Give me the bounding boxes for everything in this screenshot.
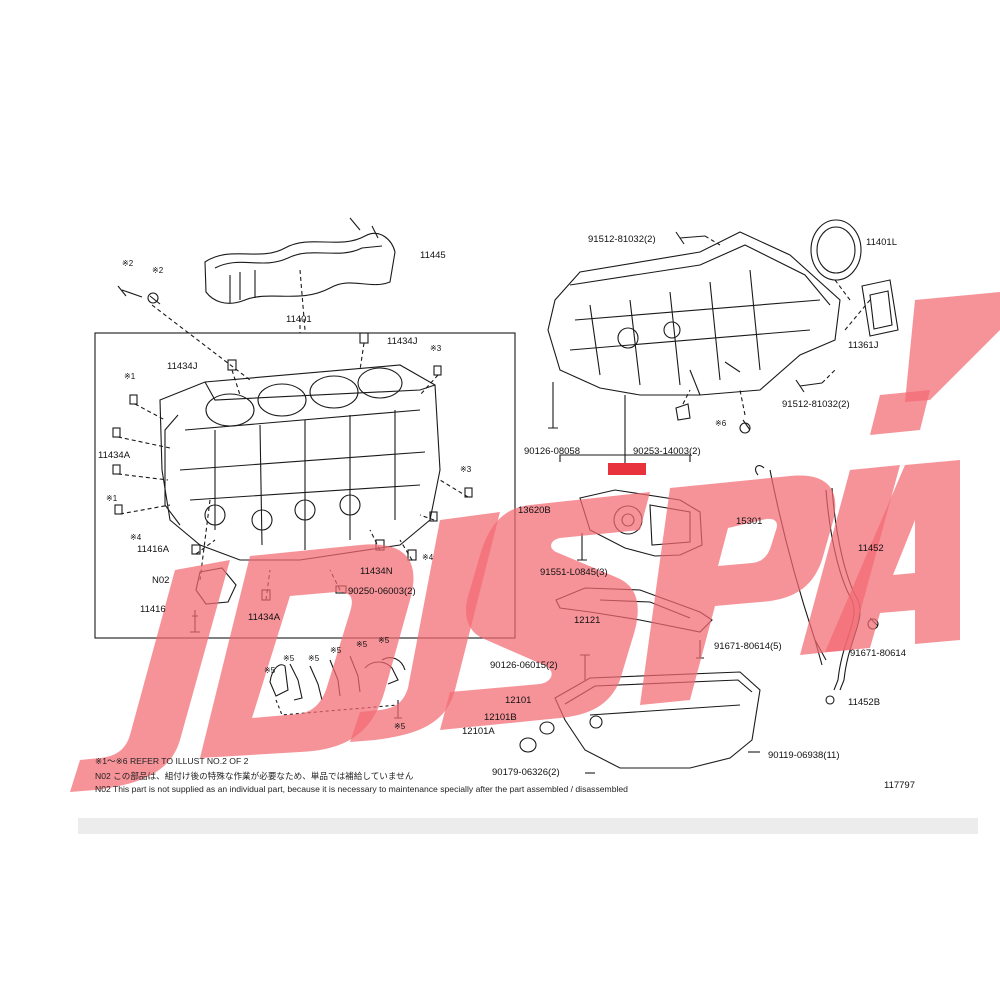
engine-cover-11445 — [204, 217, 396, 304]
label-11401L: 11401L — [866, 237, 897, 248]
label-12121: 12121 — [574, 615, 601, 626]
label-11434A-bottom: 11434A — [248, 612, 281, 623]
label-N02: N02 — [152, 575, 170, 586]
label-11434J-top: 11434J — [387, 336, 418, 347]
label-15301: 15301 — [736, 516, 763, 527]
ref-mark-1b: ※1 — [106, 494, 118, 503]
gasket-11361J — [861, 279, 899, 337]
ref-mark-3a: ※3 — [430, 344, 442, 353]
ref-mark-4b: ※4 — [422, 553, 434, 562]
label-12101A: 12101A — [462, 726, 495, 737]
upper-pan-leaders — [682, 235, 871, 416]
dipstick-15301 — [755, 465, 827, 666]
label-11401: 11401 — [286, 314, 312, 325]
label-11452B: 11452B — [848, 697, 881, 708]
ref-mark-5d: ※5 — [330, 646, 342, 655]
label-91671-left: 91671-80614(5) — [714, 641, 782, 652]
bolts-ref2 — [117, 285, 161, 305]
ref-mark-3b: ※3 — [460, 465, 472, 474]
ref-mark-5f: ※5 — [378, 636, 390, 645]
label-91512-top: 91512-81032(2) — [588, 234, 656, 245]
label-11452: 11452 — [858, 543, 884, 554]
upper-pan-bolts — [548, 231, 823, 434]
note-ref-illust: ※1～※6 REFER TO ILLUST NO.2 OF 2 — [95, 756, 249, 766]
highlight-11420-box — [608, 463, 646, 475]
label-90126-08058: 90126-08058 — [524, 446, 580, 457]
label-11420-highlighted: 11420 — [610, 463, 636, 474]
ref-mark-5g: ※5 — [394, 722, 406, 731]
label-90250: 90250-06003(2) — [348, 586, 416, 597]
oil-pump-13620B — [577, 489, 703, 561]
crank-bearings — [269, 655, 406, 719]
rear-oil-seal-11401L — [810, 219, 862, 281]
label-90119: 90119-06938(11) — [768, 750, 840, 761]
label-12101B: 12101B — [484, 712, 517, 723]
bearing-leaders — [275, 699, 399, 716]
label-90253: 90253-14003(2) — [633, 446, 701, 457]
label-91512-right: 91512-81032(2) — [782, 399, 850, 410]
oil-pan-12101 — [519, 654, 761, 774]
leader-lines-block — [117, 269, 469, 601]
ref-mark-5e: ※5 — [356, 640, 368, 649]
label-11434A-left: 11434A — [98, 450, 131, 461]
label-91551: 91551-L0845(3) — [540, 567, 608, 578]
footer-band — [78, 818, 978, 834]
label-13620B: 13620B — [518, 505, 551, 516]
label-90179: 90179-06326(2) — [492, 767, 560, 778]
label-11434N: 11434N — [360, 566, 393, 577]
ref-mark-2a: ※2 — [122, 259, 134, 268]
diagram-id: 117797 — [884, 780, 915, 791]
ref-mark-2b: ※2 — [152, 266, 164, 275]
label-90126-06015: 90126-06015(2) — [490, 660, 558, 671]
ref-mark-5b: ※5 — [283, 654, 295, 663]
ref-mark-6: ※6 — [715, 419, 727, 428]
note-n02-english: N02 This part is not supplied as an indi… — [95, 784, 628, 794]
ref-mark-5c: ※5 — [308, 654, 320, 663]
bearing-cap-N02 — [190, 567, 237, 633]
ref-mark-1a: ※1 — [124, 372, 136, 381]
label-11434J-left: 11434J — [167, 361, 198, 372]
cylinder-block-11401 — [159, 364, 441, 561]
note-n02-japanese: N02 この部品は、組付け後の特殊な作業が必要なため、単品では補給していません — [95, 771, 414, 781]
oil-pan-upper-11420 — [547, 231, 841, 396]
dipstick-guide-11452 — [825, 487, 879, 705]
label-11361J: 11361J — [848, 340, 879, 351]
label-11416: 11416 — [140, 604, 166, 615]
label-12101: 12101 — [505, 695, 532, 706]
label-11445: 11445 — [420, 250, 446, 261]
label-11416A: 11416A — [137, 544, 170, 555]
label-91671-right: 91671-80614 — [850, 648, 906, 659]
ref-mark-4a: ※4 — [130, 533, 142, 542]
ref-mark-5a: ※5 — [264, 666, 276, 675]
